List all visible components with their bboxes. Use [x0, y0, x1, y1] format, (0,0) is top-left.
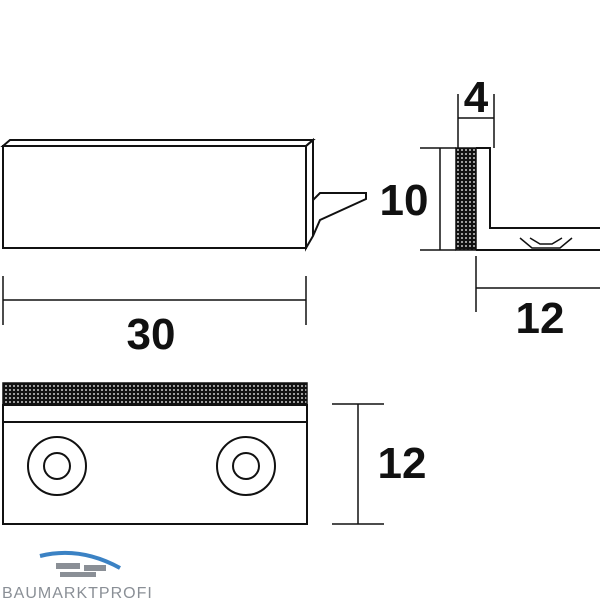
dimension-30: 30	[2, 276, 307, 359]
magnet-strip-top	[2, 382, 308, 406]
dimension-thickness-label: 4	[464, 73, 489, 122]
perspective-view	[0, 137, 367, 252]
front-face	[2, 145, 307, 249]
dimension-length-label: 30	[127, 310, 176, 359]
dimension-width-side-label: 12	[516, 294, 565, 343]
baumarktprofi-logo: BAUMARKTPROFI	[2, 550, 153, 600]
base-plate	[2, 421, 308, 525]
mounting-hole-right	[216, 436, 276, 496]
dimension-10: 10	[380, 147, 456, 251]
right-end-face	[305, 137, 314, 252]
dimension-height-label: 10	[380, 176, 429, 225]
side-profile-view	[455, 147, 600, 251]
body-plate	[2, 404, 308, 423]
dimension-12-side: 12	[475, 256, 600, 343]
dimension-4: 4	[457, 73, 495, 148]
mounting-hole-left	[27, 436, 87, 496]
logo-text: BAUMARKTPROFI	[2, 585, 153, 600]
profile-outline	[476, 147, 600, 229]
flange	[312, 192, 367, 237]
top-face	[0, 139, 316, 147]
dimension-width-top-label: 12	[378, 439, 427, 488]
dimension-12-top: 12	[332, 403, 427, 525]
top-view	[2, 382, 308, 525]
magnet-strip-side	[455, 147, 477, 251]
